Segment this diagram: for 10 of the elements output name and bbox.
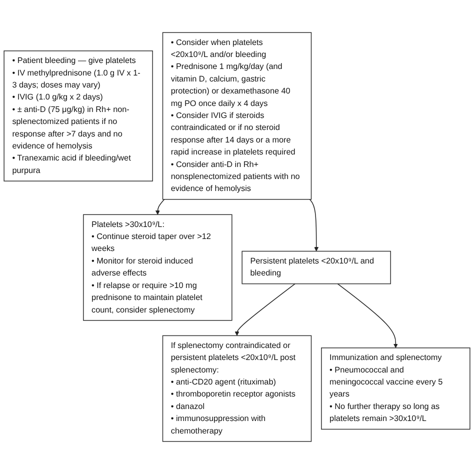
- node-box: Immunization and splenectomy • Pneumococcal and meningococcal vaccine every 5 years • No further therapy so long as platelets remain >30x10⁹/L: [321, 347, 470, 430]
- node-box: Platelets >30x10⁹/L: • Continue steroid taper over >12 weeks • Monitor for steroid induced adverse effects • If relapse or require >10 mg prednisone to maintain platelet count, consider splenectomy: [83, 214, 232, 321]
- arrow: [309, 198, 319, 252]
- arrow: [337, 283, 398, 348]
- node-box: • Consider when platelets <20x10⁹/L and/or bleeding • Prednisone 1 mg/kg/day (and vitamin D, calcium, gastric protection) or dexamethasone 40 mg PO once daily x 4 days • Consider IVIG if steroids contraindicated or if no steroid response after 14 days or a more rapid increase in platelets required • Consider anti-D in Rh+ nonsplenectomized patients with no evidence of hemolysis: [162, 32, 312, 200]
- arrow: [155, 198, 165, 215]
- node-box: If splenectomy contraindicated or persistent platelets <20x10⁹/L post splenectomy: • anti-CD20 agent (rituximab) • thromboporetin receptor agonists • danazol • immunosuppression with chemotherapy: [162, 335, 312, 442]
- node-box: • Patient bleeding — give platelets • IV methylprednisone (1.0 g IV x 1-3 days; doses may vary) • IVIG (1.0 g/kg x 2 days) • ± anti-D (75 μg/kg) in Rh+ non-splenectomized patients if no response after >7 days and no evidence of hemolysis • Tranexamic acid if bleeding/wet purpura: [4, 50, 153, 182]
- arrow: [234, 283, 296, 336]
- node-box: Persistent platelets <20x10⁹/L and bleeding: [242, 250, 391, 284]
